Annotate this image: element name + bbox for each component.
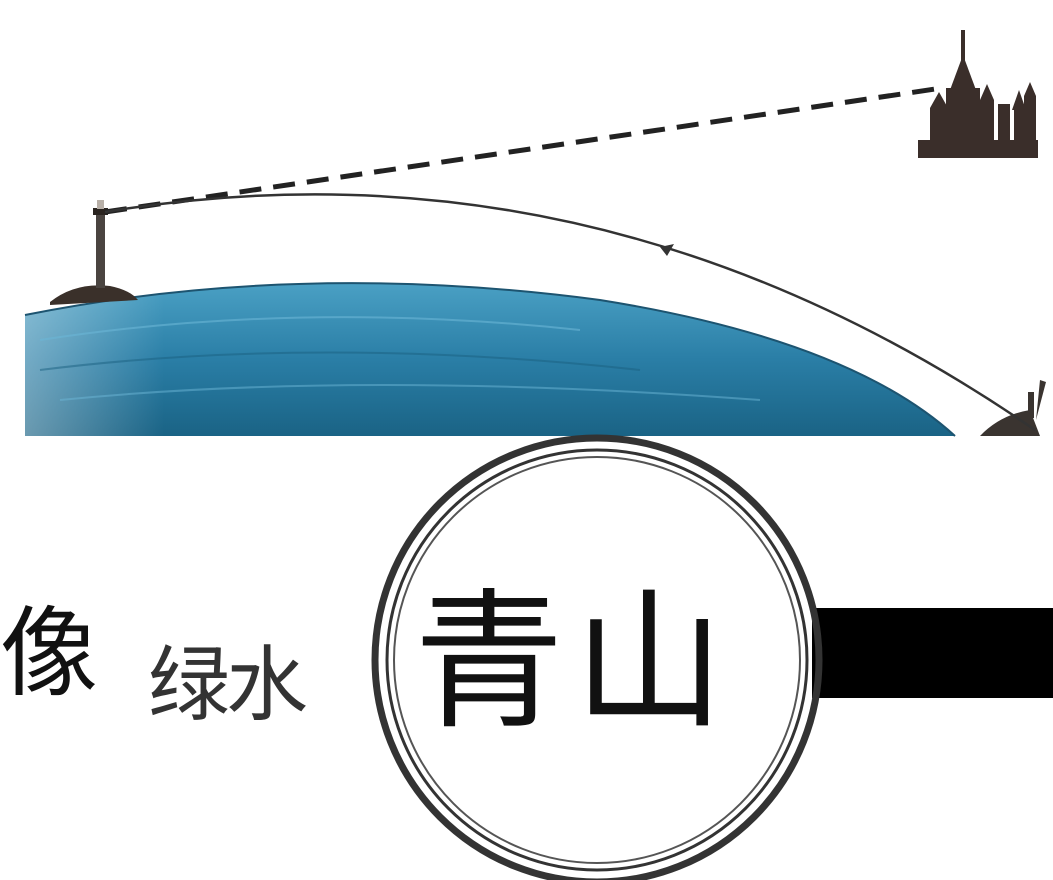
observer-icon (980, 380, 1046, 436)
lighthouse-icon (50, 200, 138, 305)
apparent-sightline (104, 85, 943, 215)
city-skyline-icon (918, 30, 1038, 158)
image-char-label: 像 (0, 597, 99, 711)
magnifier-icon (371, 434, 1053, 880)
light-ray (104, 193, 1036, 432)
ray-arrow (660, 244, 674, 256)
sea (24, 282, 956, 437)
green-water-label: 绿水 (148, 638, 308, 733)
green-mountain-label: 青山 (414, 576, 735, 750)
